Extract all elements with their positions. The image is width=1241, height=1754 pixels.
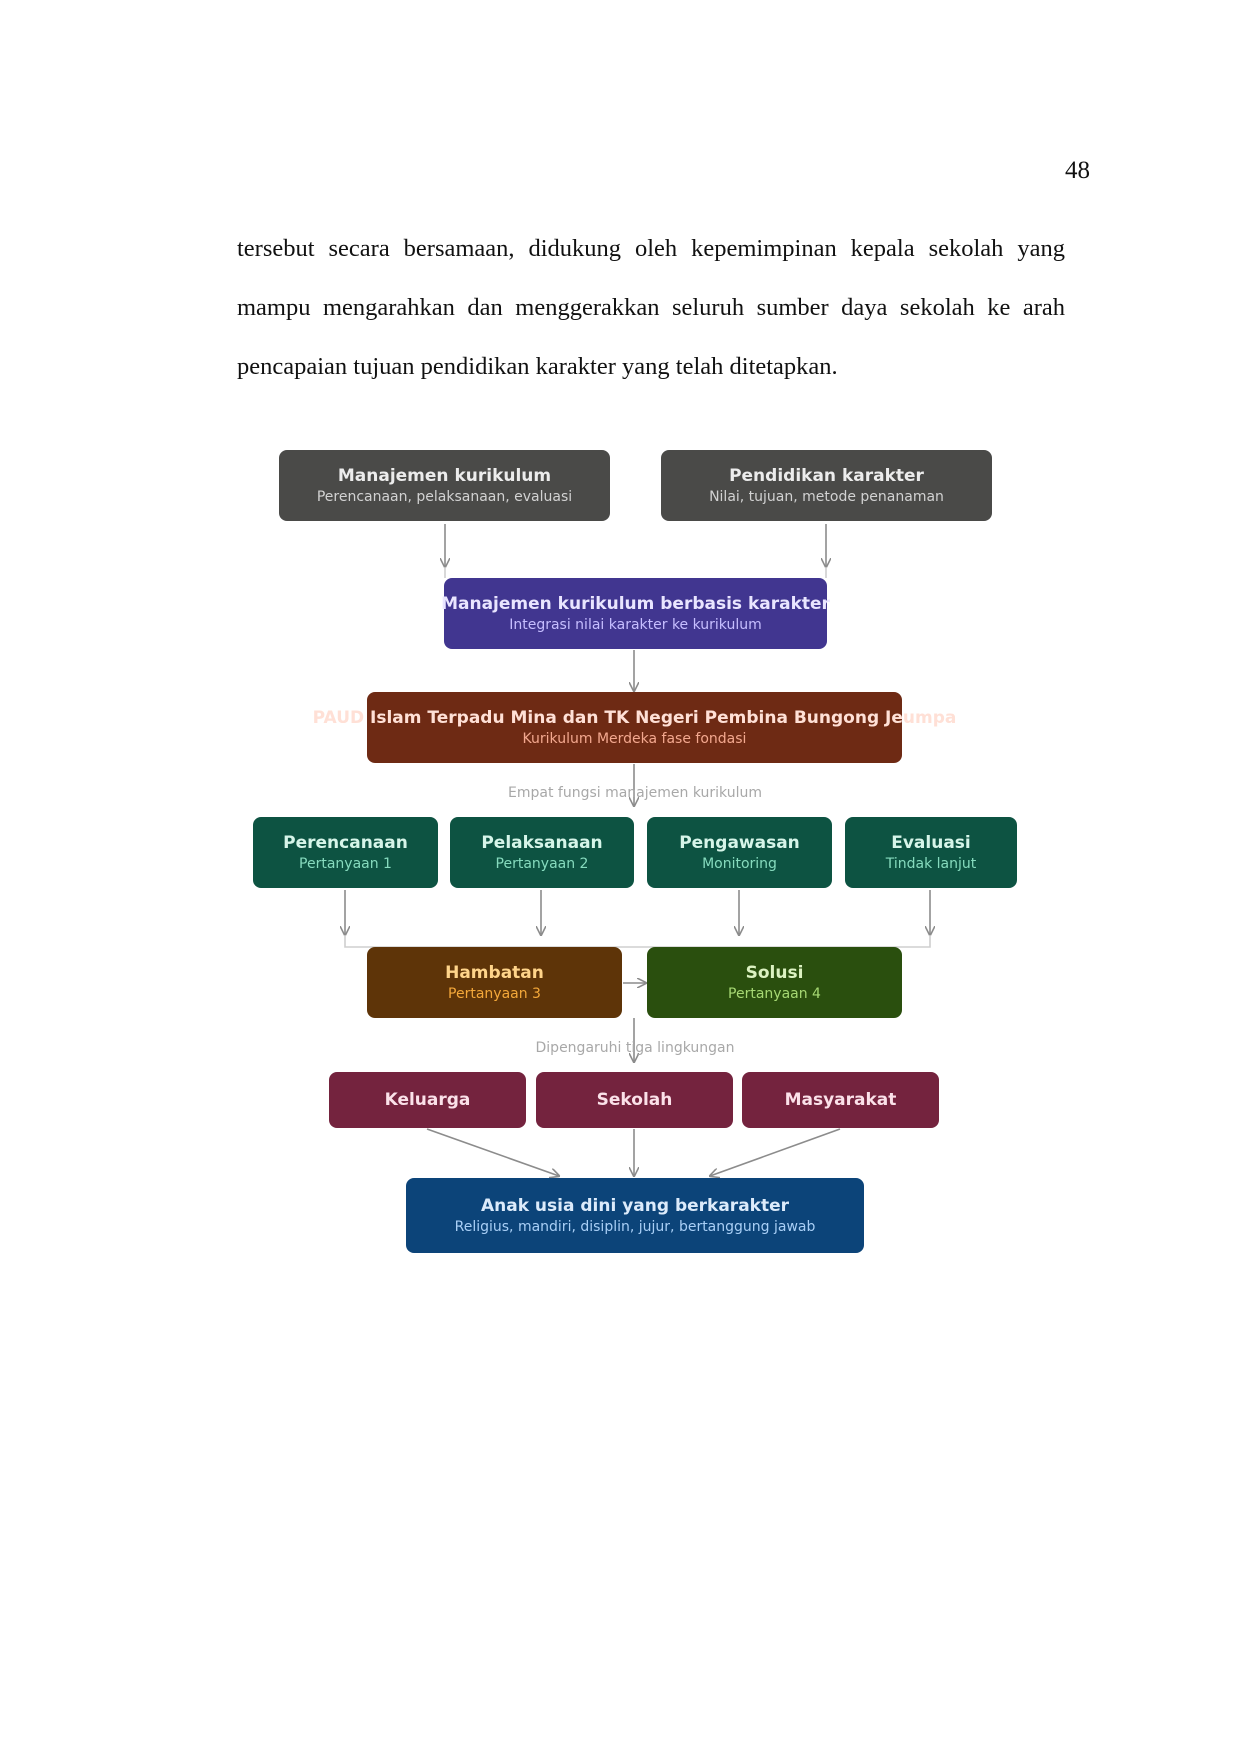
box-title: Perencanaan	[283, 832, 408, 853]
box-title: Manajemen kurikulum berbasis karakter	[441, 593, 830, 614]
box-subtitle: Monitoring	[702, 855, 777, 872]
box-subtitle: Perencanaan, pelaksanaan, evaluasi	[316, 488, 573, 505]
box-subtitle: Nilai, tujuan, metode penanaman	[709, 488, 944, 505]
character-education-box: Pendidikan karakter Nilai, tujuan, metod…	[661, 450, 992, 521]
box-subtitle: Integrasi nilai karakter ke kurikulum	[509, 616, 762, 633]
function-box-supervision: Pengawasan Monitoring	[647, 817, 832, 888]
arrow-community-to-outcome	[710, 1128, 841, 1176]
functions-caption: Empat fungsi manajemen kurikulum	[508, 785, 762, 801]
box-title: Hambatan	[445, 962, 544, 983]
obstacle-box: Hambatan Pertanyaan 3	[367, 947, 622, 1018]
box-subtitle: Tindak lanjut	[885, 855, 977, 872]
box-title: Anak usia dini yang berkarakter	[480, 1195, 790, 1216]
environment-box-family: Keluarga	[329, 1072, 526, 1128]
box-subtitle: Pertanyaan 3	[448, 985, 541, 1002]
box-subtitle: Pertanyaan 4	[728, 985, 821, 1002]
solution-box: Solusi Pertanyaan 4	[647, 947, 902, 1018]
box-title: Evaluasi	[891, 832, 971, 853]
environment-box-community: Masyarakat	[742, 1072, 939, 1128]
box-title: PAUD Islam Terpadu Mina dan TK Negeri Pe…	[312, 707, 957, 728]
function-box-implementation: Pelaksanaan Pertanyaan 2	[450, 817, 634, 888]
box-subtitle: Pertanyaan 1	[299, 855, 392, 872]
function-box-evaluation: Evaluasi Tindak lanjut	[845, 817, 1017, 888]
outcome-box: Anak usia dini yang berkarakter Religius…	[406, 1178, 864, 1253]
box-subtitle: Pertanyaan 2	[495, 855, 589, 872]
arrow-family-to-outcome	[426, 1128, 559, 1176]
merge-line	[344, 935, 931, 948]
box-title: Pelaksanaan	[481, 832, 603, 853]
box-title: Keluarga	[384, 1090, 471, 1110]
paragraph-line: mampu mengarahkan dan menggerakkan selur…	[237, 294, 1065, 321]
box-title: Pendidikan karakter	[729, 465, 924, 486]
box-title: Pengawasan	[679, 832, 800, 853]
box-subtitle: Kurikulum Merdeka fase fondasi	[522, 730, 747, 747]
environment-caption: Dipengaruhi tiga lingkungan	[535, 1040, 735, 1056]
box-title: Manajemen kurikulum	[337, 465, 552, 486]
box-title: Sekolah	[596, 1090, 673, 1110]
curriculum-management-box: Manajemen kurikulum Perencanaan, pelaksa…	[279, 450, 610, 521]
box-title: Masyarakat	[784, 1090, 897, 1110]
paragraph-line: tersebut secara bersamaan, didukung oleh…	[237, 235, 1065, 262]
environment-box-school: Sekolah	[536, 1072, 733, 1128]
character-based-curriculum-box: Manajemen kurikulum berbasis karakter In…	[441, 578, 830, 649]
paragraph-line: pencapaian tujuan pendidikan karakter ya…	[237, 353, 838, 380]
schools-box: PAUD Islam Terpadu Mina dan TK Negeri Pe…	[313, 692, 956, 763]
page-number: 48	[1065, 157, 1090, 184]
function-box-planning: Perencanaan Pertanyaan 1	[253, 817, 438, 888]
box-subtitle: Religius, mandiri, disiplin, jujur, bert…	[454, 1218, 816, 1235]
box-title: Solusi	[745, 962, 804, 983]
body-paragraph: tersebut secara bersamaan, didukung oleh…	[237, 231, 1065, 408]
